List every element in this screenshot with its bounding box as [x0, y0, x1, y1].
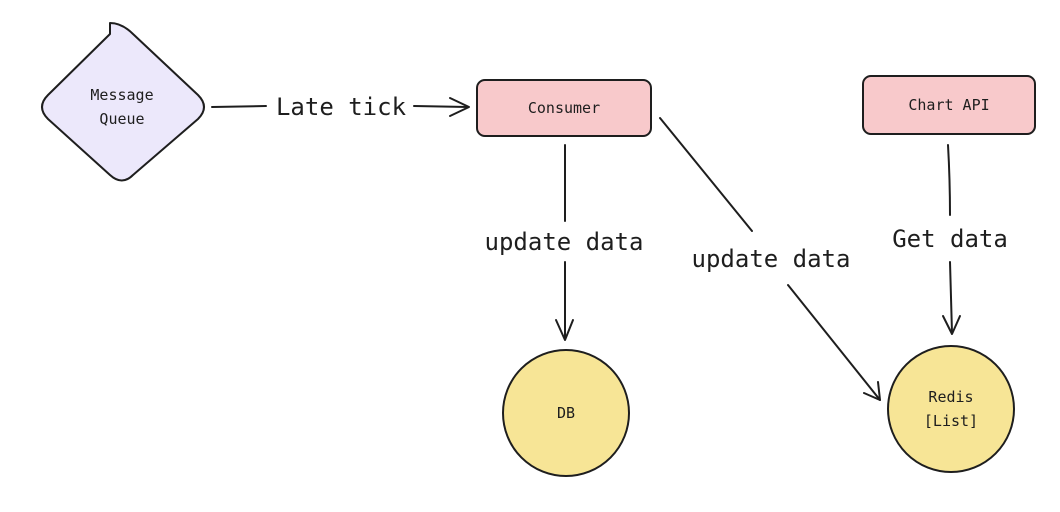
edge-label-update-data-redis: update data — [692, 245, 851, 273]
node-db-shape — [502, 349, 630, 477]
node-message-queue-line1: Message — [90, 86, 153, 104]
node-db[interactable]: DB — [502, 349, 630, 477]
node-message-queue-line2: Queue — [99, 110, 144, 128]
node-chart-api[interactable]: Chart API — [862, 75, 1036, 135]
node-redis-shape — [887, 345, 1015, 473]
edge-label-get-data: Get data — [892, 225, 1008, 253]
node-message-queue-shape — [41, 22, 205, 182]
node-redis-line2: [List] — [924, 412, 978, 430]
edge-label-late-tick: Late tick — [276, 93, 407, 121]
node-consumer-shape — [476, 79, 652, 137]
edge-consumer-to-redis: update data — [659, 117, 881, 401]
node-redis-line1: Redis — [928, 388, 973, 406]
node-chart-api-label: Chart API — [908, 96, 989, 114]
edge-queue-to-consumer: Late tick — [211, 93, 470, 121]
edge-chart-api-to-redis: Get data — [892, 144, 1008, 335]
node-db-label: DB — [557, 404, 575, 422]
node-redis[interactable]: Redis [List] — [887, 345, 1015, 473]
edge-label-update-data-db: update data — [485, 228, 644, 256]
node-consumer-label: Consumer — [528, 99, 600, 117]
node-chart-api-shape — [862, 75, 1036, 135]
edge-consumer-to-db: update data — [485, 144, 644, 341]
node-consumer[interactable]: Consumer — [476, 79, 652, 137]
node-message-queue[interactable]: Message Queue — [41, 22, 205, 182]
